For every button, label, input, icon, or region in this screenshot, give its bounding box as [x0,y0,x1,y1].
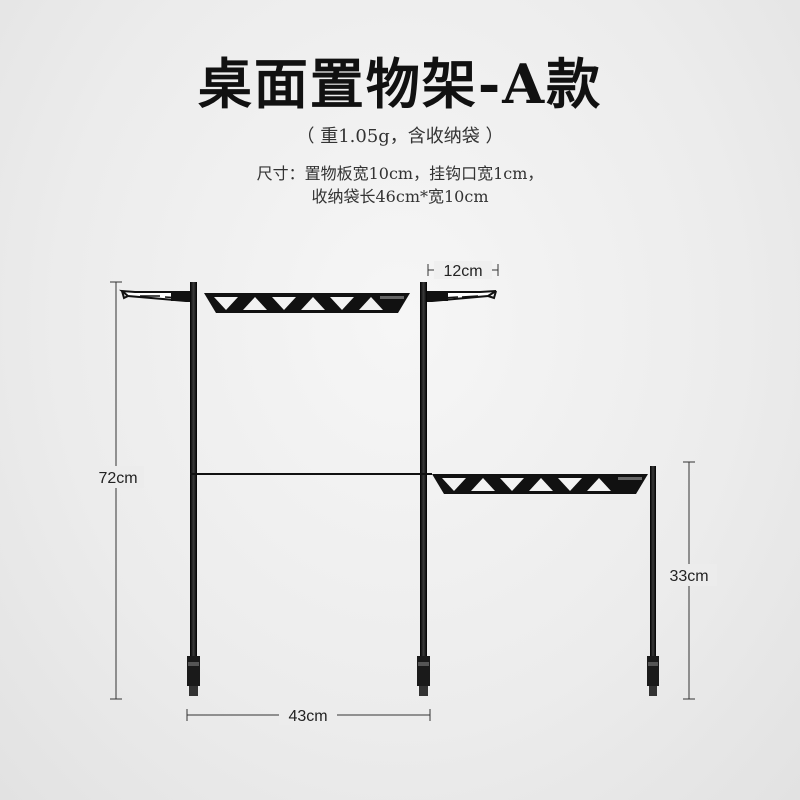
dim-label-72cm: 72cm [98,470,137,487]
dimension-hook-width: 12cm [427,261,499,280]
spec-line-1: 尺寸：置物板宽10cm，挂钩口宽1cm， [256,164,544,183]
dimension-low-height: 33cm [661,461,717,700]
left-pole [187,282,200,696]
right-hook-arm [427,290,497,302]
dim-label-12cm: 12cm [443,263,482,280]
dim-label-33cm: 33cm [669,568,708,585]
top-tray [204,293,410,313]
weight-subtitle: （ 重1.05g，含收纳袋 ） [296,126,504,147]
lower-tray [432,474,648,494]
page-title: 桌面置物架-A款 [197,52,603,116]
spec-line-2: 收纳袋长46cm*宽10cm [311,187,489,206]
dimension-width: 43cm [186,705,431,725]
right-pole [647,466,659,696]
dimension-total-height: 72cm [88,281,144,700]
middle-pole [417,282,430,696]
left-hook-arm [118,289,191,302]
dim-label-43cm: 43cm [288,708,327,725]
